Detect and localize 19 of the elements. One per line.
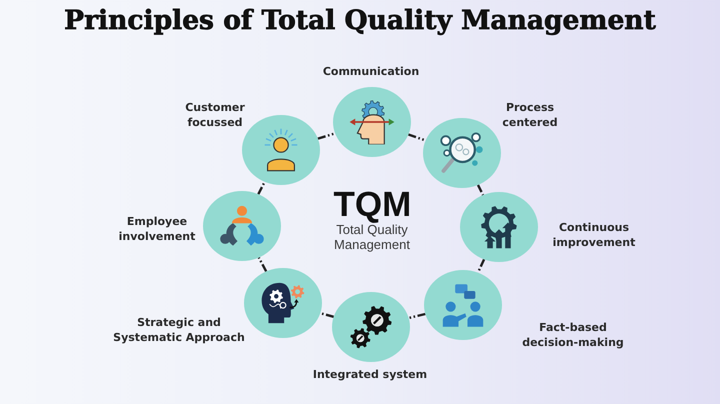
dotted-connector	[258, 257, 268, 272]
center-subtitle: Total Quality Management	[334, 222, 410, 252]
dotted-connector	[320, 312, 334, 318]
node-label: Fact-based decision-making	[522, 320, 624, 350]
node-label: Strategic and Systematic Approach	[112, 315, 246, 345]
title: Principles of Total Quality Management	[64, 4, 656, 38]
node-label: Continuous improvement	[552, 220, 636, 250]
center-heading: TQM	[334, 187, 412, 222]
node-label: Integrated system	[312, 367, 428, 382]
node-label: Employee involvement	[118, 214, 196, 244]
dotted-connector	[257, 181, 266, 195]
dotted-connector	[408, 133, 426, 142]
dotted-connector	[476, 258, 486, 274]
node-label: Process centered	[502, 100, 558, 130]
dotted-connector	[408, 312, 426, 320]
node-label: Customer focussed	[184, 100, 246, 130]
dotted-connector	[318, 132, 336, 140]
dotted-connector	[476, 184, 484, 196]
node-label: Communication	[322, 64, 420, 79]
